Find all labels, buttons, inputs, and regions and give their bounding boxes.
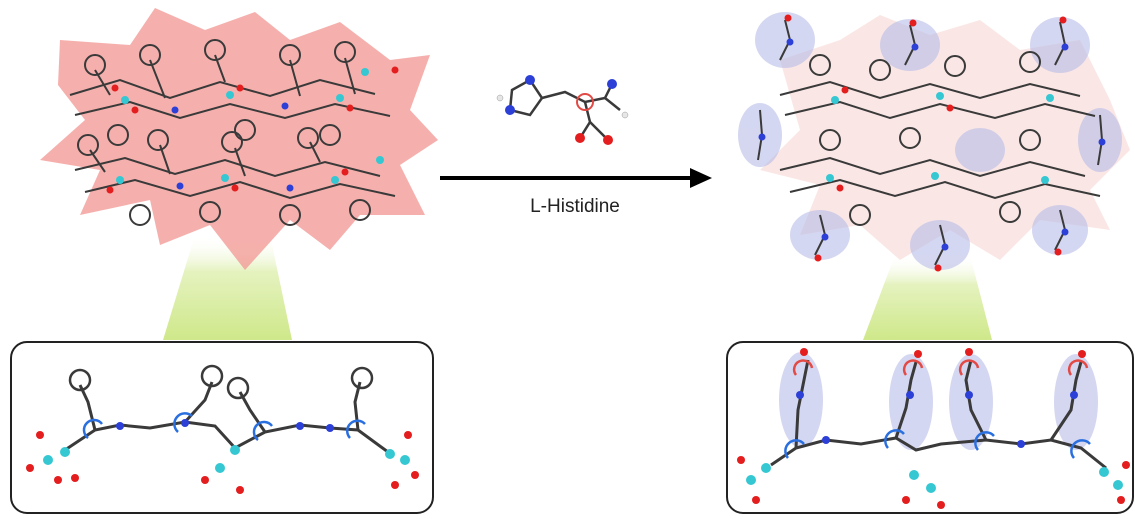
reaction-arrow (440, 168, 712, 188)
nitrogen-atoms (171, 102, 294, 192)
inset-frame (726, 341, 1134, 514)
oxygen-atoms (784, 14, 1067, 272)
phenyl-rings-lower (77, 127, 371, 226)
red-rotation-markers (792, 359, 1089, 376)
inset-frame (10, 341, 434, 514)
chain-metal-nodes (43, 445, 410, 473)
reaction-arrow-area (430, 60, 730, 240)
phenyl-rings (809, 51, 1041, 226)
left-mof-emission-scene (0, 0, 440, 340)
chain-backbone (64, 381, 389, 454)
mof-layer-lower (74, 141, 396, 200)
green-excitation-beam (163, 235, 292, 340)
green-excitation-beam (863, 255, 992, 340)
chain-nitrogen-atoms (796, 391, 1078, 448)
mof-layer-upper (69, 54, 391, 120)
histidine-halos (738, 12, 1122, 270)
blue-rotation-markers (82, 412, 366, 441)
right-chain-inset (726, 340, 1135, 515)
reagent-label: L-Histidine (530, 196, 620, 217)
chain-nitrogen-atoms (116, 419, 334, 432)
chain-oxygen-atoms (737, 348, 1130, 509)
rotation-marker (576, 93, 594, 111)
phenyl-rings-upper (84, 39, 356, 146)
oxygen-atoms (106, 66, 399, 194)
left-chain-inset (10, 340, 434, 515)
faint-emission-burst (760, 15, 1130, 260)
chain-metal-nodes (746, 463, 1123, 493)
chain-phenyl-rings (68, 364, 374, 400)
histidine-molecule (508, 78, 621, 141)
metal-nodes (116, 68, 384, 184)
right-mof-histidine-scene (730, 0, 1135, 340)
histidine-atoms (496, 75, 629, 145)
metal-nodes (826, 92, 1054, 184)
blue-rotation-markers (784, 429, 1091, 459)
nitrogen-atoms (758, 38, 1106, 251)
chain-oxygen-atoms (26, 431, 419, 494)
